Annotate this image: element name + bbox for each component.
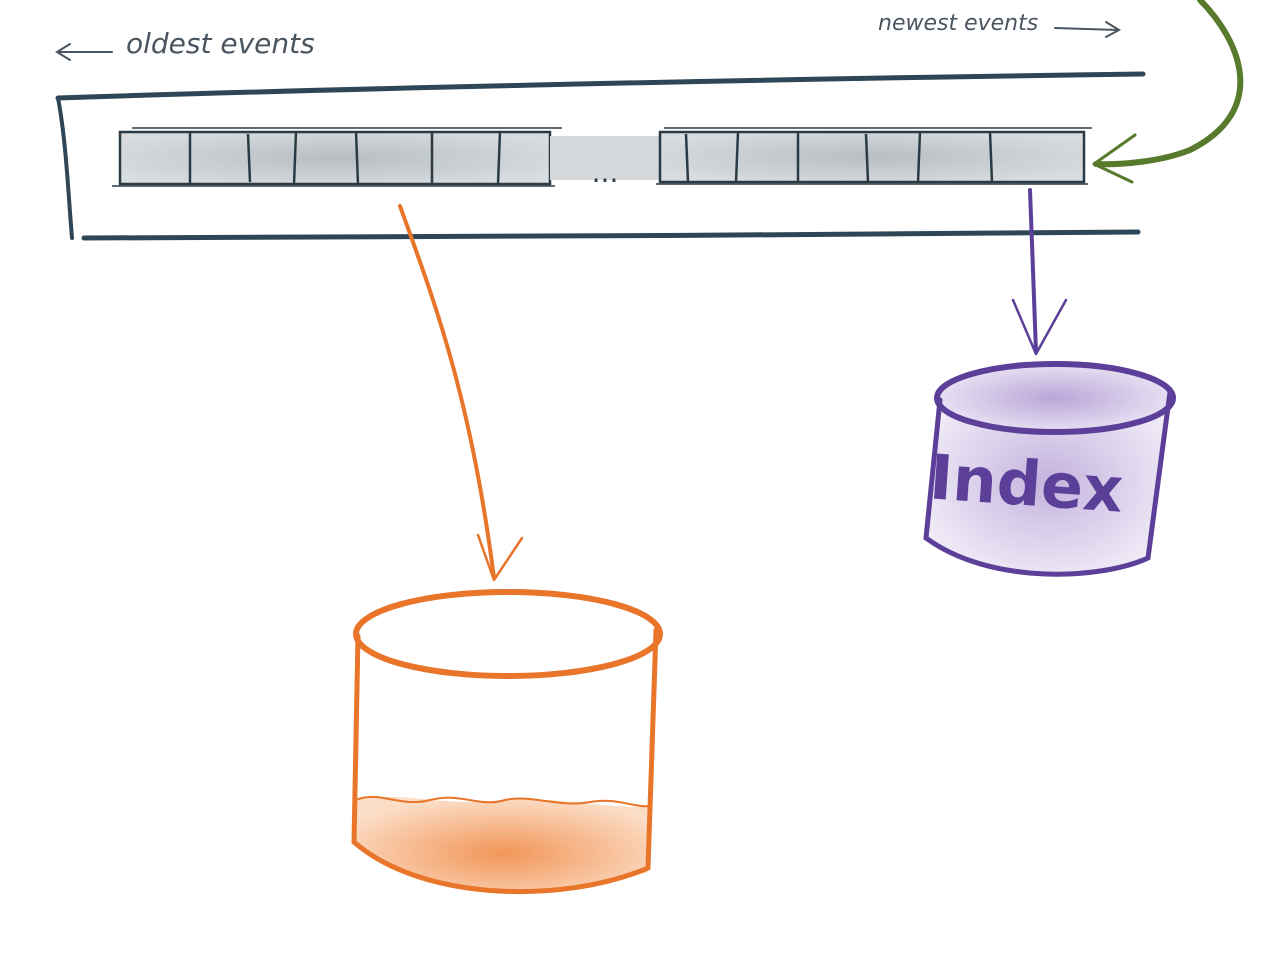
log-bottom-edge [81, 229, 1141, 241]
log-blocks-oldest [112, 127, 562, 187]
index-body-fill [926, 388, 1170, 575]
oldest-events-text: oldest events [126, 27, 315, 60]
archive-arrow [398, 204, 524, 582]
archive-top [353, 589, 663, 679]
oldest-events-label: oldest events [55, 27, 315, 61]
newest-events-label: newest events [878, 11, 1122, 38]
log-gap-ellipsis: ... [592, 156, 619, 189]
incoming-events-arrow [1092, 0, 1244, 184]
archive-fill [356, 796, 650, 892]
archive-sides [351, 627, 659, 894]
index-label: Index [927, 440, 1125, 526]
index-arrow [1011, 188, 1068, 356]
newest-events-text: newest events [878, 11, 1038, 36]
log-top-edge [55, 71, 1146, 101]
index-top [934, 361, 1176, 435]
curved-arrow-icon [1093, 0, 1244, 168]
archive-storage-cylinder [351, 589, 663, 894]
right-arrow-icon [1054, 21, 1122, 38]
index-storage-cylinder: Index [923, 361, 1176, 577]
log-left-end [56, 96, 74, 240]
index-sides [923, 389, 1173, 577]
log-gap-shade [550, 136, 660, 180]
left-arrow-icon [55, 43, 113, 61]
log-blocks-newest [656, 127, 1092, 185]
event-log: ... [55, 71, 1146, 241]
